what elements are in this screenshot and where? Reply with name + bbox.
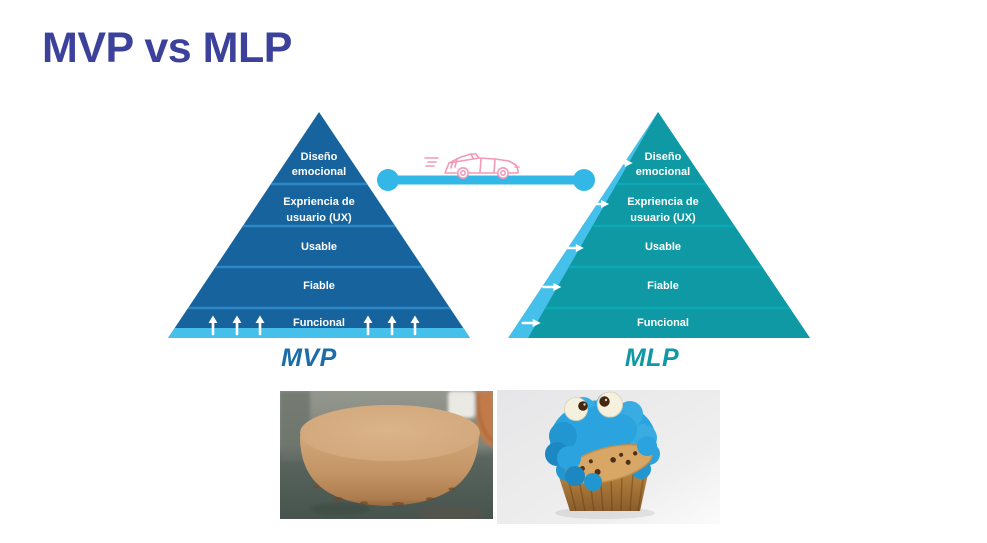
pyramid-layer-label: Fiable [303,280,335,292]
pyramid-layer-label: Funcional [293,317,345,329]
pyramid-layer-label: Usable [645,241,681,253]
up-arrow-icon [255,315,265,336]
up-arrow-icon [363,315,373,336]
right-arrow-icon [542,283,562,291]
cupcake-photo [497,390,720,524]
cupcake-eyes [564,391,623,421]
up-arrow-icon [208,315,218,336]
right-arrow-icon [564,244,584,252]
right-arrow-icon [613,159,633,167]
cupcake-illustration [497,390,720,524]
cake-top [300,405,480,461]
connector-line [377,169,595,191]
right-arrow-icon [521,319,541,327]
car-doodle-icon [424,153,520,179]
mlp-caption: MLP [624,344,680,372]
connector-dot-left [377,169,399,191]
pyramid-layer-label: Funcional [637,317,689,329]
frosting-over-cookie [557,436,657,491]
up-arrow-icons [208,315,420,336]
pyramid-layer-label: Expriencia de [627,196,699,208]
cake-illustration [280,391,493,519]
pyramid-layer-label: usuario (UX) [630,212,696,224]
up-arrow-icon [387,315,397,336]
right-arrow-icon [589,200,610,208]
right-arrow-icons [521,159,633,327]
mvp-caption: MVP [281,344,337,372]
up-arrow-icon [232,315,242,336]
mvp-pyramid: Diseño emocional Expriencia de usuario (… [168,112,470,338]
mvp-base-band [168,328,470,338]
pyramid-layer-label: Diseño [301,151,338,163]
pyramid-layer-label: Fiable [647,280,679,292]
pyramid-layer-label: usuario (UX) [286,212,352,224]
pyramid-layer-label: Expriencia de [283,196,355,208]
mlp-pyramid: Diseño emocional Expriencia de usuario (… [508,112,810,338]
cake-toasted-spots [312,485,456,506]
pyramid-layer-label: emocional [292,166,346,178]
page-title: MVP vs MLP [42,24,292,72]
pyramid-layer-label: Usable [301,241,337,253]
pyramid-layer-label: Diseño [645,151,682,163]
cake-photo [280,391,493,519]
connector-dot-right [573,169,595,191]
car-doodle-strokes [424,153,520,179]
up-arrow-icon [410,315,420,336]
pyramid-layer-label: emocional [636,166,690,178]
